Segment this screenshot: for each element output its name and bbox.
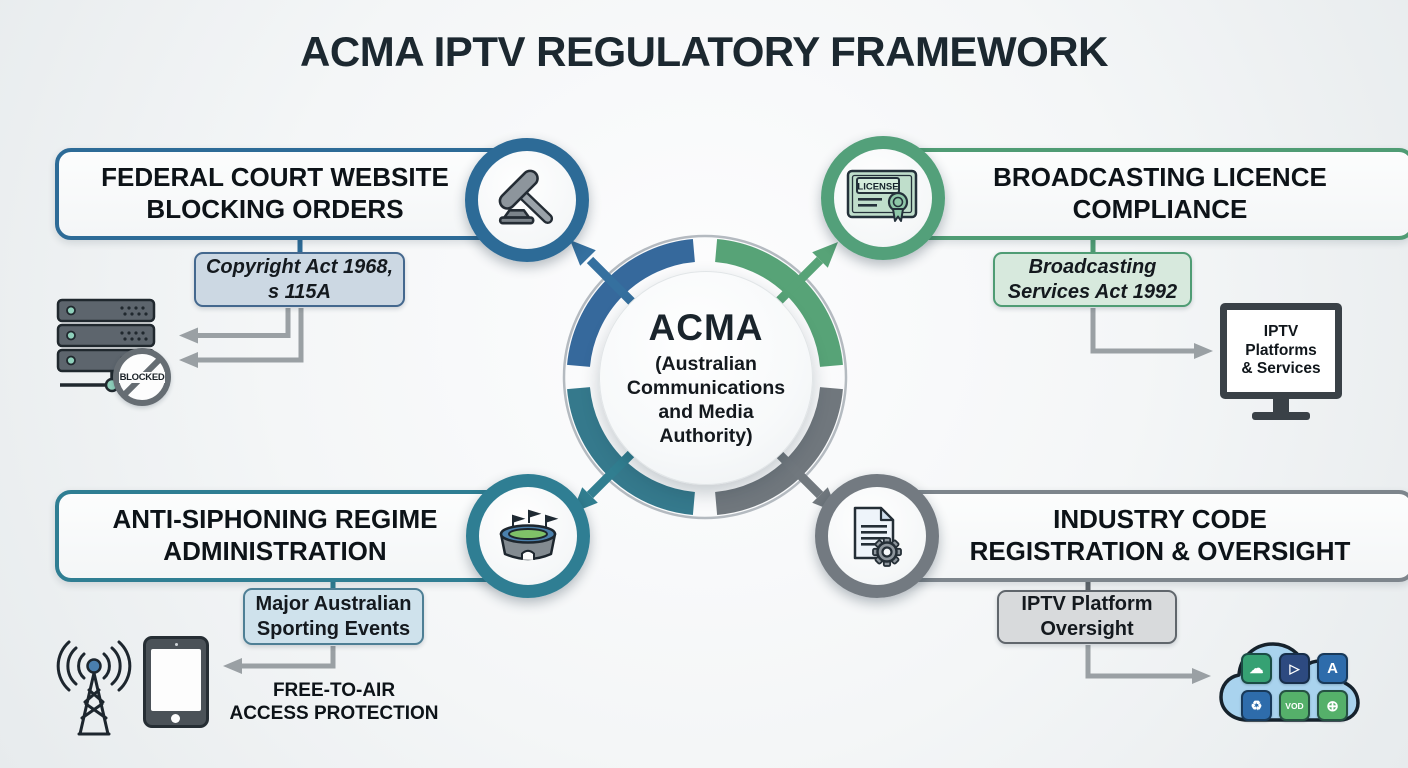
- gavel-icon: [498, 169, 554, 225]
- recycle-glyph: ♻: [1250, 697, 1263, 713]
- monitor-stand-base: [1252, 412, 1310, 420]
- licence-badge-label: LICENSE: [857, 182, 898, 193]
- vod-tile-label: VOD: [1285, 700, 1304, 711]
- globe-glyph: ⊕: [1326, 697, 1339, 715]
- industry-code-arrowhead: [1192, 668, 1211, 684]
- blocked-stamp-label: BLOCKED: [118, 371, 166, 383]
- licence-icon-circle: LICENSE: [821, 136, 945, 260]
- cloud-app-tiles-row2: ♻ VOD ⊕: [1241, 690, 1348, 721]
- recycle-app-icon: ♻: [1241, 690, 1272, 721]
- broadcasting-arrow-line: [1090, 308, 1194, 354]
- licence-certificate-icon: LICENSE: [846, 169, 918, 222]
- anti-siphoning-arrow-line: [242, 646, 336, 669]
- tablet-icon: [143, 636, 209, 728]
- industry-code-arrow-line: [1085, 645, 1192, 679]
- gavel-icon-circle: [465, 138, 589, 262]
- cloud-app-icon: ☁: [1241, 653, 1272, 684]
- tablet-screen: [151, 649, 201, 711]
- federal-court-arrows: [198, 308, 304, 363]
- document-gear-icon: [853, 506, 902, 567]
- stadium-icon-circle: [466, 474, 590, 598]
- monitor-stand-neck: [1273, 399, 1289, 412]
- cloud-app-tiles-row1: ☁ ▷ A: [1241, 653, 1348, 684]
- federal-court-box: FEDERAL COURT WEBSITE BLOCKING ORDERS: [55, 148, 545, 240]
- anti-siphoning-arrowhead: [223, 658, 242, 674]
- app-store-icon: A: [1317, 653, 1348, 684]
- iptv-oversight-label: IPTV Platform Oversight: [997, 590, 1177, 644]
- free-to-air-label: FREE-TO-AIR ACCESS PROTECTION: [229, 680, 439, 725]
- sporting-events-label: Major Australian Sporting Events: [243, 588, 424, 645]
- federal-court-arrowheads: [179, 327, 198, 368]
- acma-full-name: (Australian Communications and Media Aut…: [626, 353, 786, 447]
- cloud-glyph: ☁: [1249, 660, 1264, 676]
- document-icon-circle: [815, 474, 939, 598]
- acma-center-node: ACMA (Australian Communications and Medi…: [599, 271, 813, 485]
- broadcasting-act-label: Broadcasting Services Act 1992: [993, 252, 1192, 307]
- iptv-monitor-icon: IPTV Platforms & Services: [1220, 303, 1342, 399]
- play-glyph: ▷: [1289, 660, 1300, 676]
- copyright-act-label: Copyright Act 1968, s 115A: [194, 252, 405, 307]
- anti-siphoning-box: ANTI-SIPHONING REGIME ADMINISTRATION: [55, 490, 531, 582]
- play-app-icon: ▷: [1279, 653, 1310, 684]
- broadcast-antenna-icon: [56, 640, 132, 736]
- acma-acronym: ACMA: [648, 307, 764, 349]
- stadium-icon: [499, 509, 559, 561]
- tablet-home-button: [171, 714, 180, 723]
- vod-app-icon: VOD: [1279, 690, 1310, 721]
- broadcasting-arrowhead: [1194, 343, 1213, 359]
- outer-ring-circle: [562, 234, 848, 520]
- globe-app-icon: ⊕: [1317, 690, 1348, 721]
- letter-a-glyph: A: [1327, 660, 1338, 677]
- blocked-stamp: BLOCKED: [113, 348, 171, 406]
- page-title: ACMA IPTV REGULATORY FRAMEWORK: [300, 28, 1108, 75]
- tablet-camera-dot: [175, 643, 178, 646]
